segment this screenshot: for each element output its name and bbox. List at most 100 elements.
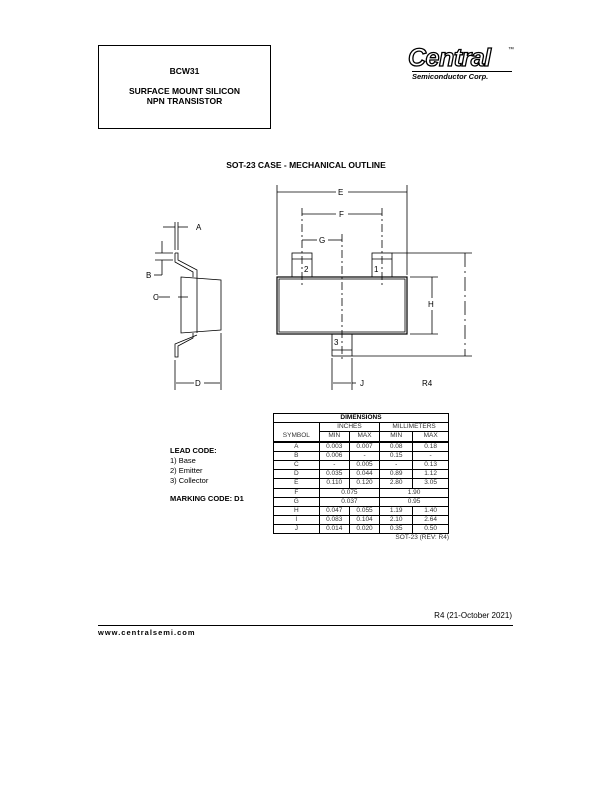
- table-cell: -: [318, 459, 350, 471]
- mechanical-drawing: A B C D E F G H J R4 2 1 3: [146, 185, 472, 390]
- table-cell: 0.037: [318, 496, 381, 507]
- pin-1-label: 1: [374, 265, 379, 274]
- pin-2-label: 2: [304, 265, 309, 274]
- table-cell: I: [273, 515, 320, 526]
- footer-rule: [98, 625, 513, 626]
- table-cell: 1.90: [379, 487, 449, 498]
- min-header: MIN: [379, 431, 414, 443]
- title-box: BCW31 SURFACE MOUNT SILICON NPN TRANSIST…: [98, 45, 271, 129]
- revision-date: R4 (21-October 2021): [434, 611, 512, 620]
- table-cell: 0.89: [379, 469, 414, 480]
- website-link[interactable]: www.centralsemi.com: [98, 628, 196, 637]
- table-cell: -: [379, 459, 414, 471]
- min-header: MIN: [318, 431, 350, 443]
- table-cell: H: [273, 505, 320, 517]
- part-number: BCW31: [169, 66, 200, 76]
- description-line1: SURFACE MOUNT SILICON: [129, 86, 240, 96]
- table-cell: B: [273, 450, 320, 461]
- table-cell: A: [273, 441, 320, 452]
- label-h: H: [428, 300, 434, 309]
- table-cell: 1.12: [412, 469, 449, 480]
- table-cell: 0.08: [379, 441, 414, 452]
- lead-3: 3) Collector: [170, 476, 209, 485]
- table-cell: 1.40: [412, 505, 449, 517]
- logo-sub: Semiconductor Corp.: [412, 71, 512, 81]
- table-cell: 0.104: [348, 515, 381, 526]
- top-view: E F G H J R4 2 1 3: [276, 185, 472, 390]
- table-cell: 2.80: [379, 478, 414, 489]
- table-cell: E: [273, 478, 320, 489]
- lead-1: 1) Base: [170, 456, 196, 465]
- central-logo: Central ™ Semiconductor Corp.: [407, 44, 516, 85]
- table-cell: 0.120: [348, 478, 381, 489]
- table-cell: 0.014: [318, 524, 350, 535]
- label-a: A: [196, 223, 202, 232]
- revision-label: R4: [422, 379, 433, 388]
- table-note: SOT-23 (REV: R4): [395, 534, 449, 542]
- max-header: MAX: [348, 431, 381, 443]
- description-line2: NPN TRANSISTOR: [146, 96, 223, 106]
- table-cell: 3.05: [412, 478, 449, 489]
- lead-code: LEAD CODE: 1) Base 2) Emitter 3) Collect…: [170, 446, 244, 504]
- side-view: A B C D: [146, 222, 222, 390]
- logo-trademark: ™: [508, 47, 514, 53]
- max-header: MAX: [412, 431, 449, 443]
- table-row: C-0.005-0.13: [273, 459, 449, 471]
- label-c: C: [153, 293, 159, 302]
- label-j: J: [360, 379, 364, 388]
- table-cell: -: [412, 450, 449, 461]
- table-cell: 0.083: [318, 515, 350, 526]
- table-cell: 0.50: [412, 524, 449, 535]
- marking-code: MARKING CODE: D1: [170, 494, 244, 503]
- table-cell: 0.047: [318, 505, 350, 517]
- label-e: E: [338, 188, 343, 197]
- table-cell: G: [273, 496, 320, 507]
- side-body: [180, 276, 222, 334]
- table-cell: D: [273, 469, 320, 480]
- table-cell: 0.003: [318, 441, 350, 452]
- outline-title: SOT-23 CASE - MECHANICAL OUTLINE: [226, 160, 386, 170]
- table-cell: 0.15: [379, 450, 414, 461]
- table-cell: 0.13: [412, 459, 449, 471]
- lead-2: 2) Emitter: [170, 466, 203, 475]
- label-g: G: [319, 236, 325, 245]
- table-cell: 0.007: [348, 441, 381, 452]
- table-cell: 0.95: [379, 496, 449, 507]
- table-cell: 1.19: [379, 505, 414, 517]
- table-cell: 2.10: [379, 515, 414, 526]
- pin-3-label: 3: [334, 338, 339, 347]
- label-b: B: [146, 271, 151, 280]
- table-cell: 0.35: [379, 524, 414, 535]
- lead-code-title: LEAD CODE:: [170, 446, 217, 455]
- symbol-header: SYMBOL: [273, 431, 320, 443]
- table-cell: F: [273, 487, 320, 498]
- label-d: D: [195, 379, 201, 388]
- table-cell: J: [273, 524, 320, 535]
- label-f: F: [339, 210, 344, 219]
- table-cell: 0.006: [318, 450, 350, 461]
- table-cell: 0.18: [412, 441, 449, 452]
- table-cell: C: [273, 459, 320, 471]
- table-cell: 0.020: [348, 524, 381, 535]
- table-cell: 0.035: [318, 469, 350, 480]
- table-cell: 0.055: [348, 505, 381, 517]
- table-cell: 0.005: [348, 459, 381, 471]
- table-cell: 0.110: [318, 478, 350, 489]
- table-cell: -: [348, 450, 381, 461]
- table-cell: 0.075: [318, 487, 381, 498]
- mm-header: MILLIMETERS: [379, 422, 449, 433]
- table-cell: 2.64: [412, 515, 449, 526]
- table-title: DIMENSIONS: [273, 412, 449, 424]
